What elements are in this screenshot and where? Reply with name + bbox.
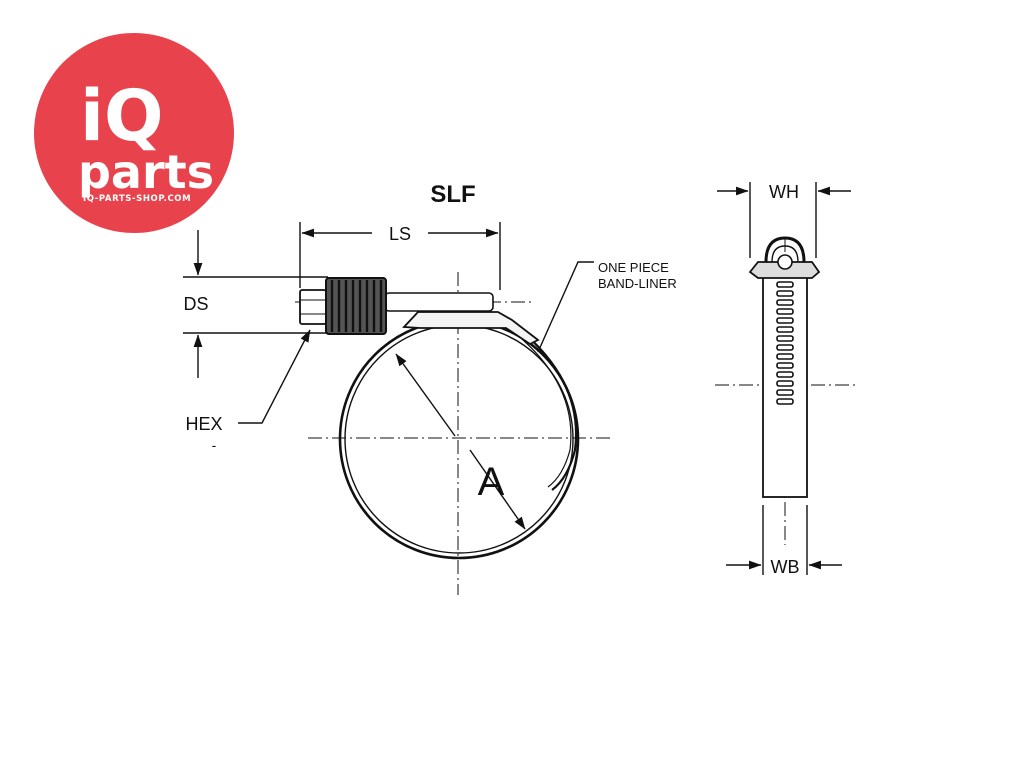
logo-parts-text: parts (78, 145, 214, 199)
housing (402, 311, 540, 346)
wh-label: WH (769, 182, 799, 202)
hex-dash: - (212, 437, 217, 453)
logo-circle (34, 33, 234, 233)
band-liner-label-line2: BAND-LINER (598, 276, 677, 291)
screw-shank (384, 292, 494, 312)
hex-head (299, 289, 327, 325)
side-housing (748, 261, 821, 279)
diagram-title: SLF (430, 181, 475, 208)
ds-label: DS (183, 294, 208, 314)
side-view: WH WB (715, 182, 855, 577)
knurled-knob (325, 277, 387, 335)
diameter-a-arrow-lower (469, 449, 526, 530)
logo-iq-text: iQ (80, 75, 164, 157)
worm-slots (776, 281, 794, 405)
ls-label: LS (389, 224, 411, 244)
logo-url-text: IQ-PARTS-SHOP.COM (83, 194, 191, 204)
iq-parts-logo: iQ parts IQ-PARTS-SHOP.COM (34, 33, 234, 233)
hex-label: HEX (185, 414, 222, 434)
wb-label: WB (771, 557, 800, 577)
band-outer (338, 318, 580, 560)
side-screw-head (777, 254, 793, 270)
band-inner (344, 324, 574, 554)
band-liner-label-line1: ONE PIECE (598, 260, 669, 275)
front-view: LS DS HEX - ONE PIECE BAND-LINER A (183, 222, 677, 595)
diameter-a-label: A (478, 460, 505, 504)
hex-leader (238, 329, 311, 424)
diameter-a-arrow-upper (395, 353, 456, 437)
band-liner-end (517, 327, 578, 491)
band-liner-leader (537, 261, 594, 353)
